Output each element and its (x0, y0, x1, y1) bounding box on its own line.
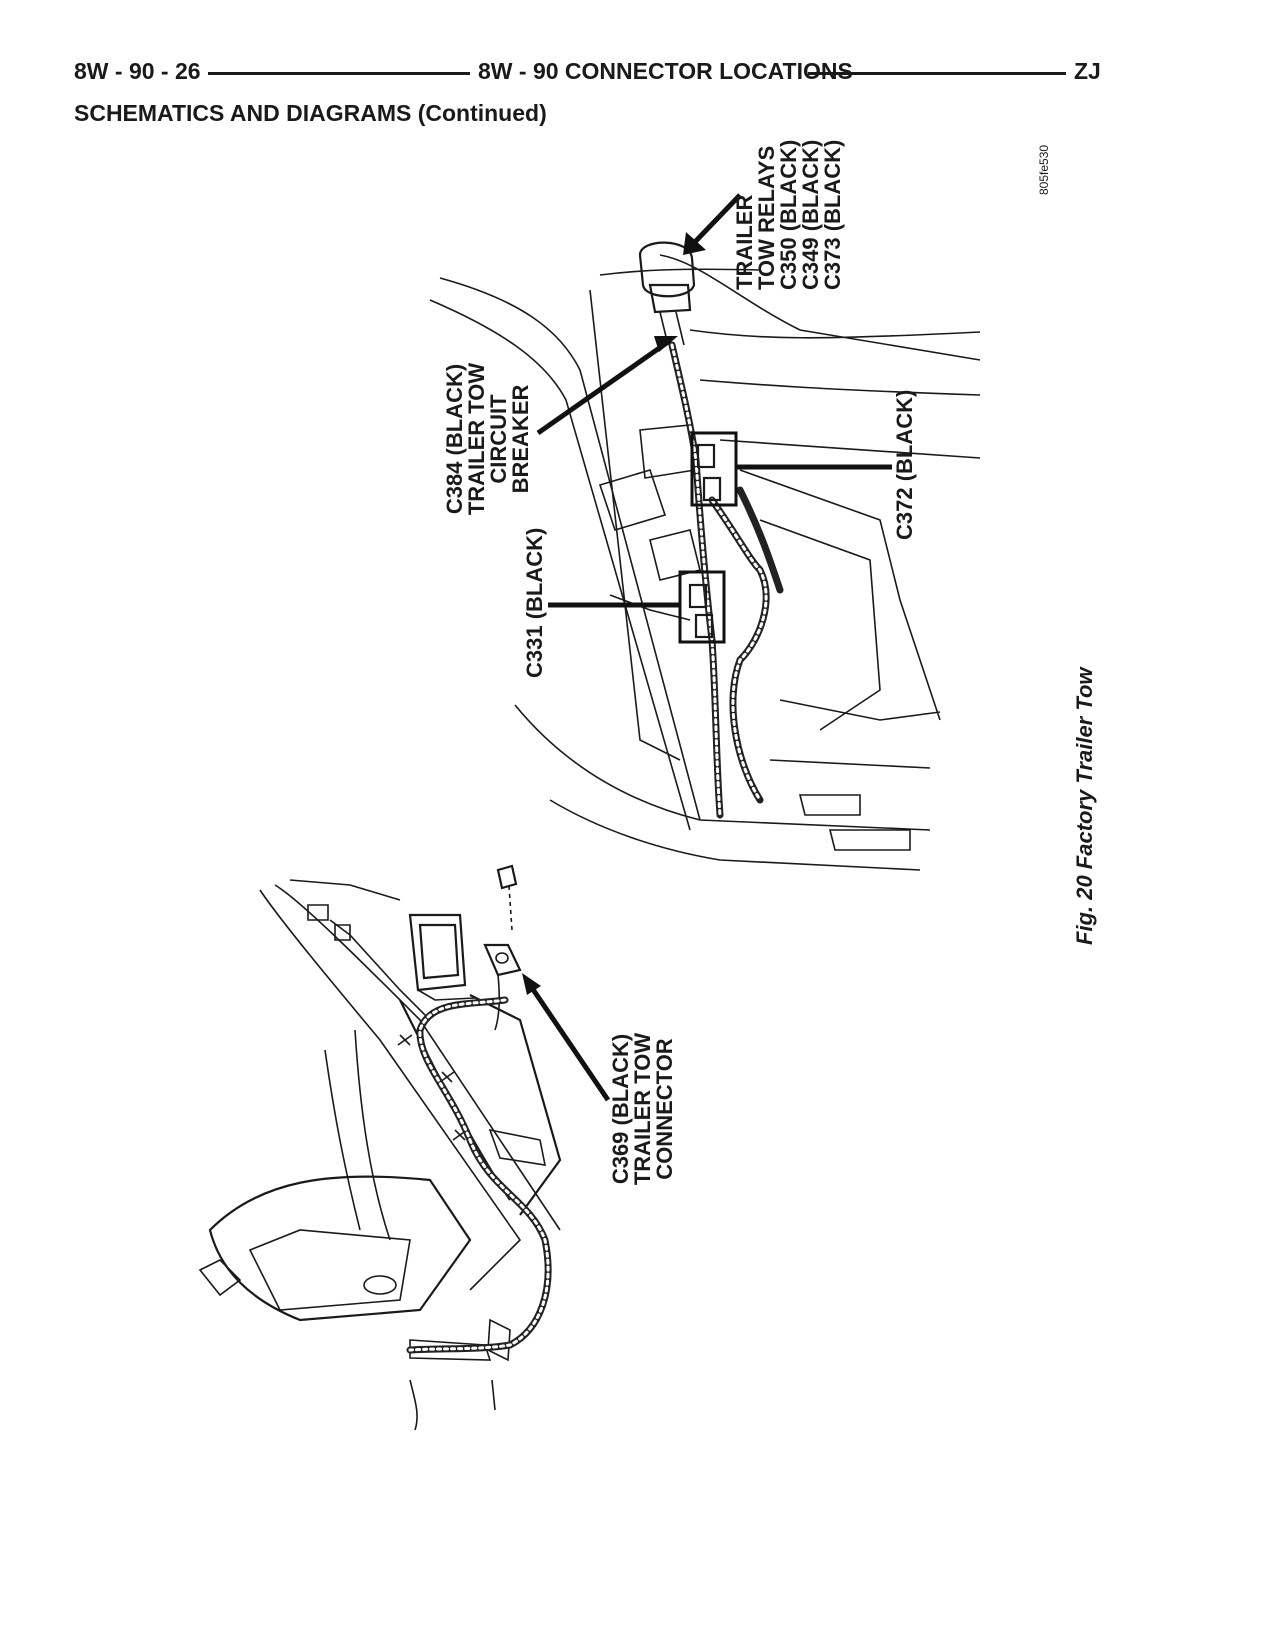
figure-caption: Fig. 20 Factory Trailer Tow (1072, 666, 1097, 945)
relays-label-line-4: C349 (BLACK) (798, 140, 823, 290)
c369-label-line-1: C369 (BLACK) (608, 1034, 633, 1184)
header-rule-right (808, 72, 1066, 75)
c372-label: C372 (BLACK) (892, 390, 917, 540)
label-c372: C372 (BLACK) (892, 390, 917, 540)
c331-label: C331 (BLACK) (522, 528, 547, 678)
label-c369: C369 (BLACK) TRAILER TOW CONNECTOR (608, 1033, 677, 1186)
c384-label-line-1: C384 (BLACK) (442, 364, 467, 514)
header-rule-left (208, 72, 470, 75)
c369-label-line-3: CONNECTOR (652, 1038, 677, 1179)
section-subheader: SCHEMATICS AND DIAGRAMS (Continued) (74, 100, 547, 126)
relays-label-line-5: C373 (BLACK) (820, 140, 845, 290)
relays-label-line-3: C350 (BLACK) (776, 140, 801, 290)
figure-caption-text: Fig. 20 Factory Trailer Tow (1072, 666, 1097, 945)
upper-leaders (536, 193, 892, 608)
relays-label-line-2: TOW RELAYS (754, 146, 779, 290)
c384-label-line-2: TRAILER TOW (464, 363, 489, 516)
page-number: 8W - 90 - 26 (74, 58, 201, 84)
section-title: 8W - 90 CONNECTOR LOCATIONS (478, 58, 853, 84)
c384-label-line-4: BREAKER (508, 385, 533, 494)
label-trailer-tow-relays: TRAILER TOW RELAYS C350 (BLACK) C349 (BL… (732, 140, 845, 290)
lower-leader (522, 973, 611, 1102)
c369-label-line-2: TRAILER TOW (630, 1033, 655, 1186)
model-code: ZJ (1074, 58, 1101, 84)
c384-label-line-3: CIRCUIT (486, 394, 511, 484)
label-c331: C331 (BLACK) (522, 528, 547, 678)
label-c384: C384 (BLACK) TRAILER TOW CIRCUIT BREAKER (442, 363, 533, 516)
figure-code-text: 805fe530 (1037, 145, 1051, 195)
figure-code: 805fe530 (1037, 145, 1051, 195)
cargo-area-drawing (429, 241, 981, 871)
relays-label-line-1: TRAILER (732, 195, 757, 290)
hitch-drawing (198, 864, 562, 1431)
